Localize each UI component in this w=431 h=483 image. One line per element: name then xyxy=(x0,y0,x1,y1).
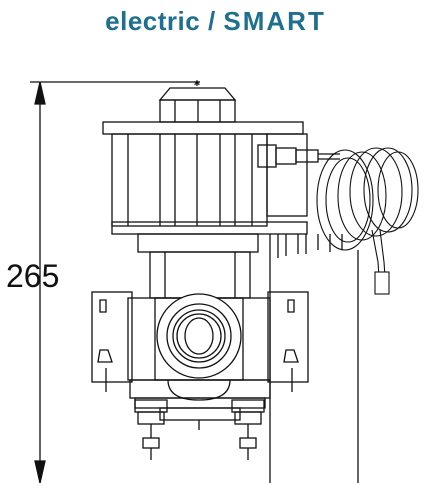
title-prefix: electric / xyxy=(105,6,224,36)
height-dimension-label: 265 xyxy=(6,258,60,294)
svg-text:✱: ✱ xyxy=(194,79,201,88)
valve-bonnet xyxy=(137,233,259,299)
left-bolt-assembly xyxy=(134,399,168,460)
leader-lines xyxy=(269,250,359,483)
right-bolt-assembly xyxy=(231,399,265,460)
terminal-pins xyxy=(269,234,343,258)
page-title: electric / SMART xyxy=(0,6,431,37)
coiled-cable xyxy=(316,147,419,295)
height-dimension-line xyxy=(30,81,200,483)
inlet-port xyxy=(156,293,242,379)
left-mounting-bracket xyxy=(91,291,133,392)
title-emphasis: SMART xyxy=(223,6,326,36)
actuator-top-cap: ✱ xyxy=(158,79,237,123)
cable-gland xyxy=(257,144,340,168)
right-mounting-bracket xyxy=(267,291,309,392)
lower-body xyxy=(129,379,271,421)
actuator-housing xyxy=(102,121,308,235)
